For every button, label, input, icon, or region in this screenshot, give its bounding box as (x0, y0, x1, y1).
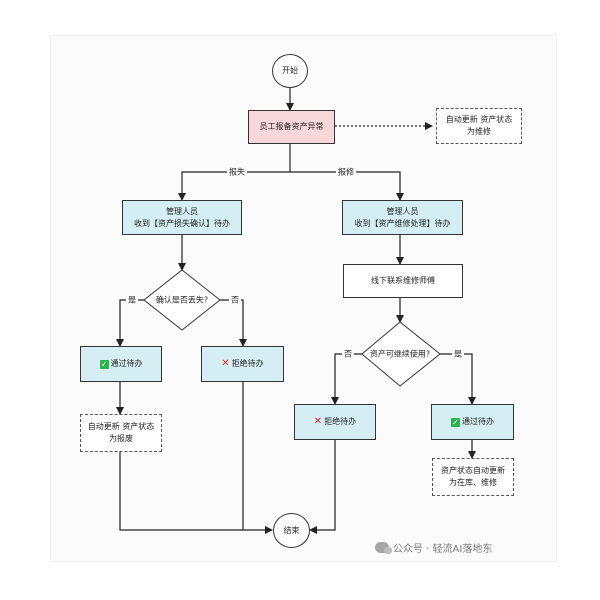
offline-repair-node: 线下联系维修师傅 (343, 264, 463, 298)
end-node: 结束 (273, 513, 310, 548)
check-mark-icon: ✓ (451, 417, 460, 427)
edge-label-lost: 报失 (227, 166, 247, 178)
auto-scrap-line2: 为报废 (109, 434, 133, 443)
manager-loss-line2: 收到【资产损失确认】待办 (134, 218, 230, 228)
report-anomaly-node: 员工报备资产异常 (248, 110, 335, 144)
edge-label-no-right: 否 (342, 348, 354, 360)
decision-diamond-lost (143, 269, 221, 331)
manager-loss-confirm-node: 管理人员 收到【资产损失确认】待办 (122, 200, 242, 235)
reject-right-label: 拒绝待办 (324, 417, 357, 426)
auto-update-instock-node: 资产状态自动更新 为在库、维修 (432, 458, 514, 496)
auto-update-repair-line2: 为维修 (467, 127, 491, 136)
decision-diamond-usable (361, 321, 441, 387)
approve-right-label: 通过待办 (462, 417, 494, 426)
reject-left-node: ✕ 拒绝待办 (201, 346, 284, 382)
edge-label-yes-right: 是 (452, 348, 464, 360)
decision-lost-label: 确认是否丢失? (155, 295, 209, 305)
watermark: 公众号 · 轻流AI落地东 (375, 540, 492, 555)
manager-repair-line1: 管理人员 (386, 206, 419, 216)
cross-mark-icon: ✕ (313, 416, 323, 427)
manager-repair-line2: 收到【资产维修处理】待办 (354, 218, 451, 228)
check-mark-icon: ✓ (99, 359, 109, 369)
reject-left-label: 拒绝待办 (231, 359, 264, 368)
cross-mark-icon: ✕ (221, 358, 230, 369)
approve-left-node: ✓ 通过待办 (80, 346, 162, 382)
report-anomaly-label: 员工报备资产异常 (259, 122, 324, 131)
auto-update-repair-node: 自动更新 资产状态 为维修 (436, 108, 522, 144)
start-node: 开始 (272, 54, 308, 88)
manager-loss-line1: 管理人员 (166, 206, 198, 216)
reject-right-node: ✕ 拒绝待办 (294, 404, 376, 440)
auto-instock-line1: 资产状态自动更新 (441, 466, 505, 475)
auto-update-repair-line1: 自动更新 资产状态 (445, 115, 513, 124)
manager-repair-node: 管理人员 收到【资产维修处理】待办 (342, 200, 463, 235)
edge-label-yes-left: 是 (126, 294, 138, 306)
approve-left-label: 通过待办 (110, 359, 143, 368)
auto-update-scrap-node: 自动更新 资产状态 为报废 (80, 414, 162, 452)
auto-instock-line2: 为在库、维修 (449, 478, 497, 487)
wechat-icon (375, 542, 392, 554)
approve-right-node: ✓ 通过待办 (431, 404, 514, 440)
offline-repair-label: 线下联系维修师傅 (371, 276, 435, 285)
watermark-text: 公众号 · 轻流AI落地东 (393, 544, 493, 555)
auto-scrap-line1: 自动更新 资产状态 (87, 422, 155, 431)
decision-usable-label: 资产可继续使用? (369, 349, 431, 359)
edge-label-repair: 报修 (336, 166, 356, 178)
edge-label-no-left: 否 (229, 294, 241, 306)
end-label: 结束 (283, 525, 300, 535)
start-label: 开始 (282, 66, 298, 75)
